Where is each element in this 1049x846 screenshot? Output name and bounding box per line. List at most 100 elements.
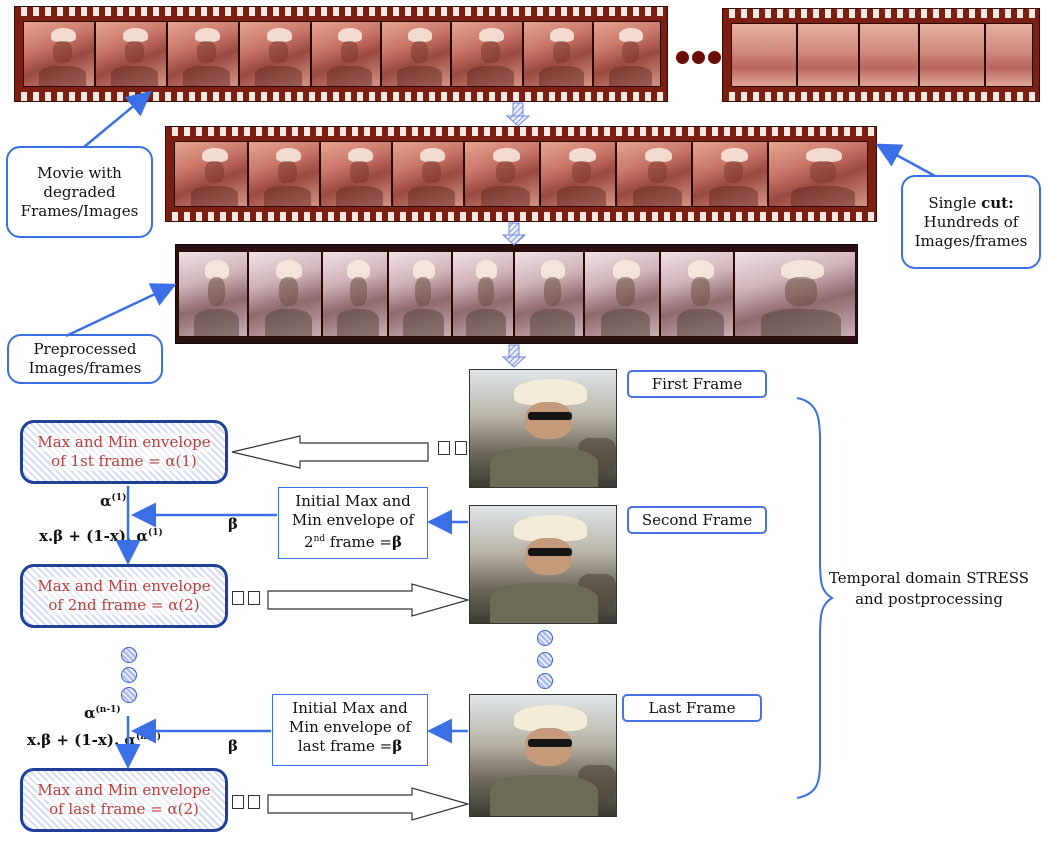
film-frame (593, 21, 661, 87)
film-frame (523, 21, 593, 87)
initial-envelope-second: Initial Max and Min envelope of 2nd fram… (278, 487, 428, 559)
film-frame (167, 21, 239, 87)
connector-square (248, 591, 260, 605)
first-frame-image (469, 369, 617, 488)
ellipsis-dot (708, 51, 721, 64)
connector-square (248, 795, 260, 809)
init-text: 2nd frame =β (304, 533, 402, 551)
callout-movie-degraded: Movie with degraded Frames/Images (6, 146, 153, 238)
second-frame-image (469, 505, 617, 624)
alpha-n-label: α(n-1) (84, 704, 121, 722)
film-frame (734, 251, 856, 337)
continuation-dot (121, 667, 137, 683)
film-frame (248, 141, 320, 207)
film-frame (239, 21, 311, 87)
pointer-preprocessed (65, 283, 177, 338)
connector-square (232, 795, 244, 809)
ellipsis-dot (692, 51, 705, 64)
init-text: last frame =β (297, 737, 403, 755)
callout-text: Preprocessed (33, 340, 137, 358)
callout-text: Images/frames (914, 231, 1028, 250)
hatched-down-arrow (501, 344, 527, 368)
ellipsis-dot (676, 51, 689, 64)
envelope-text: Max and Min envelope (37, 433, 211, 452)
hollow-arrow-left (231, 435, 429, 469)
hatched-down-arrow (505, 102, 531, 127)
film-perforations (15, 92, 667, 101)
film-perforations (723, 9, 1039, 18)
init-text: Initial Max and (295, 492, 411, 510)
film-frame (95, 21, 167, 87)
film-frame (692, 141, 768, 207)
callout-text: degraded (43, 182, 116, 201)
init-text: Initial Max and (292, 699, 408, 717)
envelope-last-frame: Max and Min envelope of last frame = α(2… (20, 768, 228, 832)
callout-preprocessed: Preprocessed Images/frames (7, 334, 163, 384)
beta-label-1: β (228, 515, 238, 533)
callout-text: Movie with (37, 163, 122, 182)
film-frame (23, 21, 95, 87)
film-frame (381, 21, 451, 87)
film-frame (514, 251, 584, 337)
film-frame (174, 141, 248, 207)
film-frame (464, 141, 540, 207)
film-perforations (166, 212, 876, 221)
film-frame (731, 23, 797, 87)
film-frame (322, 251, 388, 337)
film-frame (584, 251, 660, 337)
envelope-text: of 2nd frame = α(2) (48, 596, 200, 615)
film-frame (311, 21, 381, 87)
beta-label-2: β (228, 737, 238, 755)
callout-single-cut: Single cut: Hundreds of Images/frames (901, 175, 1041, 269)
hatched-down-arrow (501, 222, 527, 246)
film-perforations (15, 7, 667, 16)
initial-envelope-last: Initial Max and Min envelope of last fra… (272, 694, 428, 766)
film-frame (859, 23, 919, 87)
envelope-text: Max and Min envelope (37, 577, 211, 596)
film-frame (985, 23, 1033, 87)
film-frame (392, 141, 464, 207)
connector-square (232, 591, 244, 605)
curly-brace (796, 397, 834, 799)
label-second-frame: Second Frame (627, 506, 767, 534)
callout-text: Images/frames (28, 359, 142, 377)
envelope-text: Max and Min envelope (37, 781, 211, 800)
alpha-1-label: α(1) (100, 492, 127, 510)
brace-text: and postprocessing (855, 590, 1003, 608)
film-frame (919, 23, 985, 87)
film-frame (320, 141, 392, 207)
init-text: Min envelope of (288, 718, 412, 736)
film-frame (452, 251, 514, 337)
film-frame (768, 141, 868, 207)
film-frame (660, 251, 734, 337)
pointer-movie (83, 90, 152, 148)
film-perforations (166, 127, 876, 136)
film-frame (388, 251, 452, 337)
film-strip-source-end (722, 8, 1040, 102)
brace-text: Temporal domain STRESS (828, 569, 1030, 587)
film-frame (540, 141, 616, 207)
film-frame (797, 23, 859, 87)
hollow-arrow-right (267, 583, 471, 617)
film-strip-cut (165, 126, 877, 222)
pointer-cut (875, 143, 936, 178)
film-strip-preprocessed (175, 244, 858, 344)
callout-text: Hundreds of (923, 212, 1019, 231)
callout-text: Single cut: (928, 193, 1014, 212)
film-frame (616, 141, 692, 207)
continuation-dot (537, 652, 553, 668)
connector-square (455, 441, 467, 455)
envelope-first-frame: Max and Min envelope of 1st frame = α(1) (20, 420, 228, 484)
film-frame (451, 21, 523, 87)
connector-square (438, 441, 450, 455)
continuation-dot (121, 647, 137, 663)
brace-label: Temporal domain STRESS and postprocessin… (812, 568, 1046, 610)
film-frame (178, 251, 248, 337)
callout-text: Frames/Images (20, 201, 139, 220)
film-frame (248, 251, 322, 337)
envelope-second-frame: Max and Min envelope of 2nd frame = α(2) (20, 564, 228, 628)
hollow-arrow-right (267, 787, 471, 821)
last-frame-image (469, 694, 617, 817)
continuation-dot (121, 687, 137, 703)
